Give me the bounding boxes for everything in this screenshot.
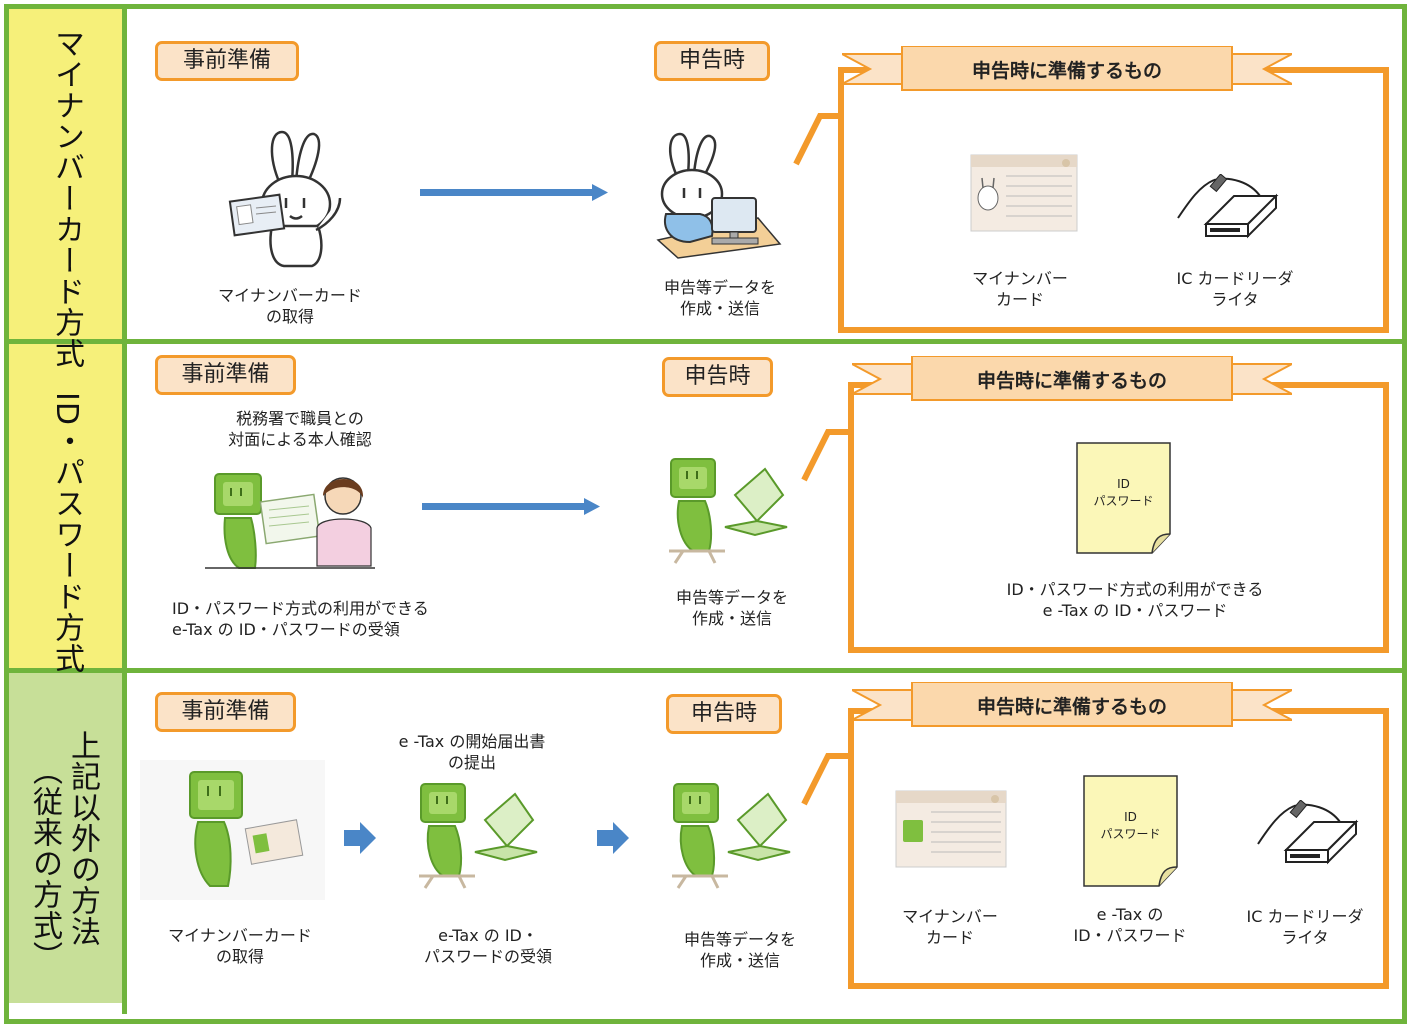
row3-filing-caption-line2: 作成・送信 bbox=[699, 951, 780, 970]
row2-callout-connector bbox=[801, 429, 852, 482]
row1-prep-caption: マイナンバーカード の取得 bbox=[190, 285, 390, 327]
row3-side-label-line1: 上記以外の方法 bbox=[65, 730, 100, 947]
row1-items-box bbox=[838, 67, 1389, 333]
row2-note-line1: ID bbox=[1117, 477, 1130, 491]
id-password-note-icon: ID パスワード bbox=[1076, 442, 1171, 554]
row3-filing-caption-line1: 申告等データを bbox=[683, 930, 796, 949]
row2-prep-caption: ID・パスワード方式の利用ができる e-Tax の ID・パスワードの受領 bbox=[172, 598, 472, 640]
row1-filing-caption-line2: 作成・送信 bbox=[679, 299, 760, 318]
row3-item3-caption: IC カードリーダ ライタ bbox=[1205, 906, 1405, 948]
row3-item3-caption-line2: ライタ bbox=[1281, 928, 1329, 947]
row1-callout-connector bbox=[793, 113, 844, 166]
row3-note-line1: ID bbox=[1124, 810, 1137, 824]
row2-prep-caption-line2: e-Tax の ID・パスワードの受領 bbox=[172, 620, 400, 639]
row1-side-cell bbox=[9, 9, 122, 339]
row3-mid-caption-line2: パスワードの受領 bbox=[423, 947, 552, 966]
row1-item1-caption-line2: カード bbox=[995, 290, 1044, 309]
row3-mid-caption: e-Tax の ID・ パスワードの受領 bbox=[388, 925, 588, 967]
row1-prep-caption-line1: マイナンバーカード bbox=[218, 286, 362, 305]
row2-note-line2: パスワード bbox=[1093, 494, 1154, 508]
row3-item1-caption-line1: マイナンバー bbox=[902, 907, 998, 926]
row3-prep-tag: 事前準備 bbox=[155, 692, 296, 732]
row3-item3-caption-line1: IC カードリーダ bbox=[1246, 907, 1364, 926]
row2-prep-note: 税務署で職員との 対面による本人確認 bbox=[200, 408, 400, 450]
row1-filing-tag: 申告時 bbox=[654, 41, 770, 81]
row2-side-label: ID・パスワード方式 bbox=[49, 392, 84, 674]
row1-item2-caption-line2: ライタ bbox=[1211, 290, 1259, 309]
row3-prep-caption: マイナンバーカード の取得 bbox=[140, 925, 340, 967]
row3-prep-caption-line1: マイナンバーカード bbox=[168, 926, 312, 945]
mascot-mynumber-card-icon bbox=[140, 760, 325, 900]
row1-item1-caption-line1: マイナンバー bbox=[972, 269, 1068, 288]
row2-item1-caption: ID・パスワード方式の利用ができる e -Tax の ID・パスワード bbox=[960, 579, 1310, 621]
row1-prep-caption-line2: の取得 bbox=[265, 307, 314, 326]
row3-ribbon: 申告時に準備するもの bbox=[851, 681, 1293, 728]
mynumber-mascot-card-icon bbox=[228, 130, 342, 268]
row1-filing-caption: 申告等データを 作成・送信 bbox=[620, 277, 820, 319]
tax-office-identity-check-icon bbox=[205, 473, 375, 569]
column-divider bbox=[122, 4, 127, 1014]
row1-prep-tag: 事前準備 bbox=[155, 41, 299, 81]
row1-ribbon: 申告時に準備するもの bbox=[841, 45, 1293, 92]
row2-ribbon: 申告時に準備するもの bbox=[851, 355, 1293, 402]
row2-prep-caption-line1: ID・パスワード方式の利用ができる bbox=[172, 599, 429, 618]
id-password-note-icon: ID パスワード bbox=[1083, 775, 1178, 887]
row3-flow-arrow-1 bbox=[344, 822, 376, 854]
row3-mid-note: e -Tax の開始届出書 の提出 bbox=[372, 731, 572, 773]
row2-filing-caption: 申告等データを 作成・送信 bbox=[632, 587, 832, 629]
row2-prep-tag: 事前準備 bbox=[155, 355, 296, 395]
row1-side-label: マイナンバーカード方式 bbox=[49, 28, 84, 369]
row3-item2-caption-line1: e -Tax の bbox=[1096, 905, 1164, 924]
row2-item1-caption-line1: ID・パスワード方式の利用ができる bbox=[1006, 580, 1264, 599]
row3-filing-tag: 申告時 bbox=[666, 694, 782, 734]
row3-ribbon-text: 申告時に準備するもの bbox=[976, 695, 1167, 718]
mascot-computer-icon bbox=[656, 132, 782, 259]
row2-side-cell bbox=[9, 344, 122, 668]
row2-prep-note-line1: 税務署で職員との bbox=[236, 409, 364, 428]
row3-note-line2: パスワード bbox=[1100, 827, 1161, 841]
mascot-laptop-icon bbox=[669, 458, 788, 564]
row3-side-label-line2: （従来の方式） bbox=[27, 755, 62, 972]
row-divider-2 bbox=[4, 668, 1407, 673]
ic-card-reader-icon bbox=[1177, 174, 1279, 239]
row3-mid-note-line2: の提出 bbox=[447, 753, 496, 772]
row3-prep-caption-line2: の取得 bbox=[215, 947, 264, 966]
my-number-card-icon bbox=[895, 790, 1007, 868]
row3-item1-caption: マイナンバー カード bbox=[850, 906, 1050, 948]
row3-filing-caption: 申告等データを 作成・送信 bbox=[640, 929, 840, 971]
row2-flow-arrow bbox=[422, 498, 600, 515]
row3-flow-arrow-2 bbox=[597, 822, 629, 854]
row1-item2-caption-line1: IC カードリーダ bbox=[1176, 269, 1294, 288]
row2-filing-tag: 申告時 bbox=[662, 357, 773, 397]
row1-filing-caption-line1: 申告等データを bbox=[663, 278, 776, 297]
my-number-card-icon bbox=[970, 154, 1078, 232]
row2-filing-caption-line2: 作成・送信 bbox=[691, 609, 772, 628]
row1-ribbon-text: 申告時に準備するもの bbox=[971, 59, 1162, 82]
mascot-laptop-icon bbox=[672, 783, 791, 889]
mascot-laptop-icon bbox=[419, 783, 538, 889]
row3-side-cell bbox=[9, 673, 122, 1003]
row3-mid-caption-line1: e-Tax の ID・ bbox=[438, 926, 538, 945]
row3-item2-caption: e -Tax の ID・パスワード bbox=[1030, 904, 1230, 946]
row2-prep-note-line2: 対面による本人確認 bbox=[228, 430, 372, 449]
row2-item1-caption-line2: e -Tax の ID・パスワード bbox=[1042, 601, 1228, 620]
row1-item2-caption: IC カードリーダ ライタ bbox=[1135, 268, 1335, 310]
row-divider-1 bbox=[4, 339, 1407, 344]
row1-flow-arrow bbox=[420, 184, 608, 201]
row3-mid-note-line1: e -Tax の開始届出書 bbox=[398, 732, 546, 751]
row2-filing-caption-line1: 申告等データを bbox=[675, 588, 788, 607]
row3-callout-connector bbox=[801, 753, 852, 806]
ic-card-reader-icon bbox=[1257, 800, 1359, 865]
row1-item1-caption: マイナンバー カード bbox=[920, 268, 1120, 310]
row3-item2-caption-line2: ID・パスワード bbox=[1073, 926, 1187, 945]
row2-ribbon-text: 申告時に準備するもの bbox=[976, 369, 1167, 392]
row3-item1-caption-line2: カード bbox=[925, 928, 974, 947]
